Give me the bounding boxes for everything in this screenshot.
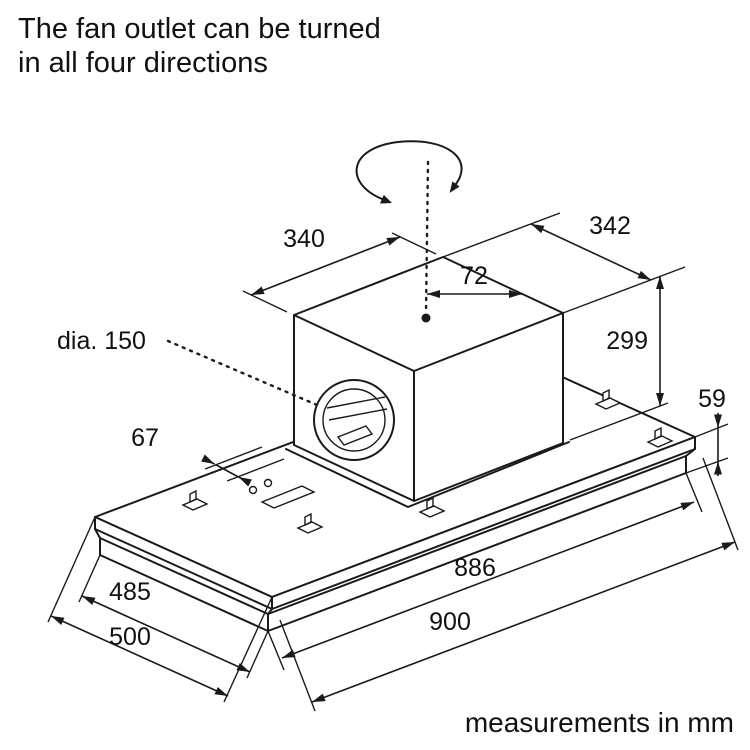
- rotation-axis-point: [421, 313, 431, 323]
- dimension-67: 67: [131, 424, 285, 487]
- extension-line: [694, 423, 729, 438]
- screw-hole: [263, 478, 273, 488]
- extension-line: [569, 402, 669, 441]
- rotation-arrowhead-right: [449, 181, 460, 193]
- dim-label-886: 886: [454, 554, 496, 582]
- extension-line: [562, 266, 686, 314]
- dimension-line: [530, 223, 652, 281]
- access-plate: [260, 485, 316, 509]
- dimension-72: 72: [427, 262, 522, 298]
- dim-label-72: 72: [460, 262, 488, 290]
- outlet-inner-ring: [322, 388, 386, 452]
- dim-label-340: 340: [283, 225, 325, 253]
- rotation-axis-line: [424, 160, 430, 314]
- panel-step-edge: [685, 448, 696, 457]
- dimension-299: 299: [569, 276, 669, 441]
- damper-motor: [336, 425, 374, 446]
- housing-front-edge: [293, 314, 415, 372]
- extension-line: [226, 458, 285, 482]
- rotation-indicator: [355, 140, 463, 323]
- page-title-line1: The fan outlet can be turned: [18, 13, 381, 45]
- rotation-arrowhead-left: [380, 194, 392, 204]
- dimension-340: 340: [242, 225, 437, 313]
- dimension-line: [250, 236, 401, 296]
- extension-line: [78, 554, 101, 603]
- damper-flap-edge: [326, 396, 386, 409]
- dim-label-299: 299: [606, 327, 648, 355]
- page-title-line2: in all four directions: [18, 47, 268, 79]
- dimension-arrow: [238, 476, 252, 487]
- units-note: measurements in mm: [465, 707, 734, 738]
- dimension-900: 900: [279, 457, 739, 712]
- screw-hole: [248, 485, 258, 495]
- extension-line: [685, 472, 703, 513]
- outlet-outer-ring: [313, 379, 395, 461]
- fan-outlet: [313, 379, 395, 461]
- extension-line: [391, 232, 437, 255]
- dimension-342: 342: [442, 212, 686, 314]
- dim-label-59: 59: [698, 385, 726, 413]
- panel-step-edge: [267, 608, 273, 615]
- dim-label-500: 500: [109, 623, 151, 651]
- dim-label-342: 342: [589, 212, 631, 240]
- dimension-line: [311, 541, 736, 703]
- extension-line: [279, 619, 316, 712]
- extension-line: [204, 446, 263, 470]
- dim-label-dia-150: dia. 150: [57, 327, 146, 355]
- fan-housing: [285, 256, 570, 508]
- extension-line: [685, 457, 729, 474]
- dimension-59: 59: [685, 385, 729, 476]
- dimension-arrow: [201, 454, 215, 465]
- rotation-arrow: [355, 140, 463, 200]
- dimension-dia-150: dia. 150: [57, 327, 319, 407]
- dimension-line: [215, 463, 238, 478]
- leader-line: [166, 339, 319, 407]
- extension-line: [246, 630, 269, 679]
- extension-line: [223, 596, 273, 703]
- extension-line: [702, 457, 739, 551]
- dim-label-485: 485: [109, 578, 151, 606]
- dimension-500: 500: [47, 516, 273, 703]
- extension-line: [267, 630, 285, 671]
- dimension-line: [50, 615, 229, 697]
- dim-label-67: 67: [131, 424, 159, 452]
- panel-step-edge: [94, 528, 101, 539]
- extension-line: [242, 290, 288, 313]
- extension-line: [47, 516, 96, 623]
- dim-label-900: 900: [429, 608, 471, 636]
- housing-top-edge: [413, 312, 564, 372]
- damper-flap-edge: [328, 408, 388, 421]
- extension-line: [442, 212, 561, 258]
